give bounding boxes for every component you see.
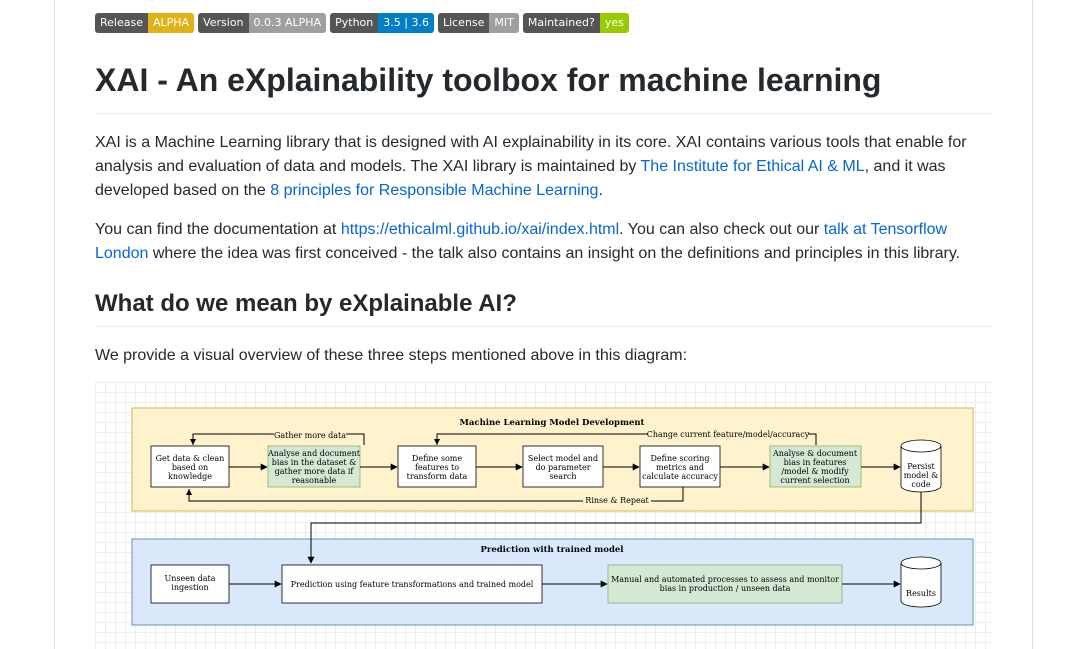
node-text: Manual and automated processes to assess… xyxy=(611,575,839,584)
node-prediction xyxy=(281,564,543,604)
documentation-link[interactable]: https://ethicalml.github.io/xai/index.ht… xyxy=(340,221,620,238)
node-text: Unseen data xyxy=(164,574,215,583)
node-text: Select model and xyxy=(528,454,598,463)
badge-value: MIT xyxy=(489,13,519,33)
prediction-title: Prediction with trained model xyxy=(480,545,624,555)
node-text: bias in the dataset & xyxy=(272,458,357,467)
node-text: Prediction using feature transformations… xyxy=(291,580,534,589)
gather-label-bg xyxy=(274,430,346,439)
diagram-svg: Machine Learning Model Development Predi… xyxy=(131,407,974,626)
node-text: knowledge xyxy=(168,472,212,481)
section-heading: What do we mean by eXplainable AI? xyxy=(95,290,517,317)
intro-paragraph: XAI is a Machine Learning library that i… xyxy=(95,131,993,203)
ethical-ai-link[interactable]: The Institute for Ethical AI & ML xyxy=(640,158,865,175)
intro-text-1: XAI is a Machine Learning library that i… xyxy=(95,134,967,175)
release-badge[interactable]: Release ALPHA xyxy=(95,13,195,33)
docs-paragraph: You can find the documentation at https:… xyxy=(95,218,993,266)
badge-value: yes xyxy=(599,13,629,33)
rinse-label-bg xyxy=(583,495,651,505)
intro-text-3: . xyxy=(598,182,603,199)
change-label-bg xyxy=(648,429,808,438)
docs-text-1: You can find the documentation at xyxy=(95,221,341,238)
rinse-arrow-head xyxy=(186,489,192,495)
gather-arrow-head xyxy=(190,439,196,445)
badge-value: 0.0.3 ALPHA xyxy=(248,13,327,33)
node-text: calculate accuracy xyxy=(642,472,718,481)
node-text: based on xyxy=(172,463,208,472)
change-label: Change current feature/model/accuracy xyxy=(647,430,810,439)
node-text: Persist xyxy=(907,462,935,471)
node-text: Analyse and document xyxy=(267,449,361,458)
badge-label: Version xyxy=(198,13,249,33)
node-text: Get data & clean xyxy=(156,454,225,463)
node-text: current selection xyxy=(780,476,849,485)
node-text: gather more data if xyxy=(275,467,355,476)
license-badge[interactable]: License MIT xyxy=(437,13,519,33)
principles-link[interactable]: 8 principles for Responsible Machine Lea… xyxy=(270,182,599,199)
node-text: reasonable xyxy=(292,476,337,485)
badge-label: Maintained? xyxy=(522,13,600,33)
badge-label: License xyxy=(437,13,490,33)
badge-value: 3.5 | 3.6 xyxy=(378,13,434,33)
node-text: features to xyxy=(415,463,459,472)
version-badge[interactable]: Version 0.0.3 ALPHA xyxy=(198,13,327,33)
badge-label: Release xyxy=(95,13,148,33)
intro-text-2: , and it was developed based on the xyxy=(95,158,946,199)
node-text: model & xyxy=(904,471,938,480)
rinse-label: Rinse & Repeat xyxy=(585,496,649,505)
node-text: Define some xyxy=(412,454,462,463)
section-divider xyxy=(95,326,993,327)
badge-value: ALPHA xyxy=(147,13,195,33)
node-text: Results xyxy=(906,589,936,598)
node-text: bias in production / unseen data xyxy=(660,584,791,593)
node-text: bias in features xyxy=(784,458,847,467)
title-divider xyxy=(95,113,993,114)
section-paragraph: We provide a visual overview of these th… xyxy=(95,347,688,364)
node-text: Analyse & document xyxy=(772,449,858,458)
node-unseen-data xyxy=(150,564,230,604)
node-text: transform data xyxy=(407,472,468,481)
badge-label: Python xyxy=(330,13,379,33)
node-define-features xyxy=(397,445,477,488)
node-results xyxy=(900,556,942,608)
node-analyse-dataset xyxy=(267,445,361,488)
node-text: metrics and xyxy=(656,463,704,472)
docs-text-2: . You can also check out our xyxy=(619,221,824,238)
node-get-data xyxy=(150,445,230,488)
node-define-scoring xyxy=(639,445,721,488)
node-text: search xyxy=(549,472,576,481)
model-development-title: Machine Learning Model Development xyxy=(459,418,644,428)
node-text: Define scoring xyxy=(651,454,710,463)
node-text: /model & modify xyxy=(781,467,849,476)
node-text: code xyxy=(911,480,930,489)
maintained-badge[interactable]: Maintained? yes xyxy=(522,13,629,33)
node-text: ingestion xyxy=(171,583,208,592)
page-title: XAI - An eXplainability toolbox for mach… xyxy=(95,62,882,98)
tensorflow-talk-link[interactable]: talk at Tensorflow London xyxy=(95,221,948,262)
node-persist-model xyxy=(900,439,942,493)
change-arrow-head xyxy=(434,439,440,445)
badge-row: Release ALPHA Version 0.0.3 ALPHA Python… xyxy=(95,13,629,33)
deploy-connector xyxy=(307,492,922,564)
xai-process-diagram: Machine Learning Model Development Predi… xyxy=(95,382,993,649)
gather-label: Gather more data xyxy=(274,431,346,440)
node-text: do parameter xyxy=(535,463,590,472)
docs-text-3: where the idea was first conceived - the… xyxy=(148,245,961,262)
python-badge[interactable]: Python 3.5 | 3.6 xyxy=(330,13,434,33)
node-select-model xyxy=(522,445,604,488)
